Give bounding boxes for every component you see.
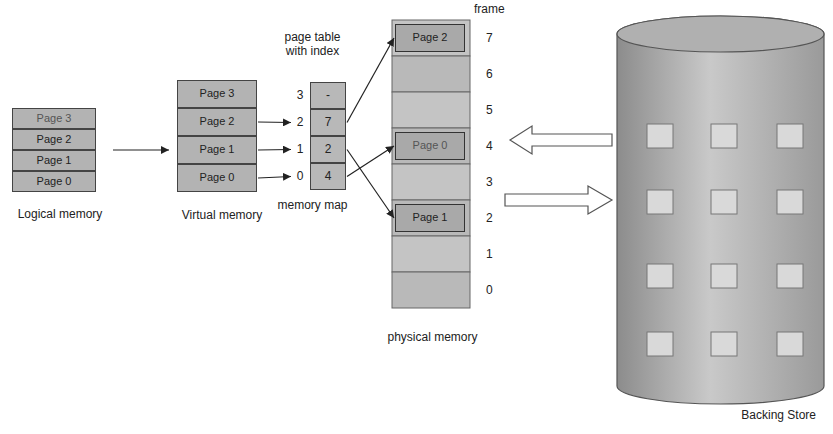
page-label: Page 2	[37, 133, 72, 146]
page-table-entry: 12	[292, 136, 346, 163]
swap-in-arrow	[510, 126, 612, 154]
stored-page	[711, 124, 737, 148]
frame-number: 7	[310, 109, 346, 136]
frame-index: 2	[486, 211, 493, 225]
stored-page	[647, 264, 673, 288]
physical-memory: Page 2 Page 0 Page 1 physical memory	[380, 18, 485, 348]
page-label: Page 2	[200, 115, 235, 128]
index-number: 0	[294, 163, 306, 190]
memory-stack: Page 3 Page 2 Page 1 Page 0 Logical memory	[8, 105, 112, 227]
page-label: Page 1	[37, 154, 72, 167]
stored-page	[711, 264, 737, 288]
page-table-entry: 04	[292, 163, 346, 190]
page-label: Page 3	[200, 87, 235, 100]
frame-number: 4	[310, 163, 346, 190]
connector-arrow	[347, 146, 394, 177]
page-box: Page 2	[177, 108, 257, 136]
frame-slot	[392, 200, 470, 236]
connector-arrow	[258, 121, 291, 123]
connector-arrow	[347, 38, 394, 123]
page-box: Page 0	[12, 171, 96, 192]
frame-slot	[392, 272, 470, 308]
group-label: page table with index	[278, 30, 348, 59]
cylinder-top	[617, 16, 824, 52]
page-label: Page 1	[200, 143, 235, 156]
page-box: Page 1	[395, 204, 465, 232]
page-table: 3-271204page table with indexmemory map	[270, 30, 355, 215]
group-label: memory map	[270, 198, 355, 212]
frame-number: -	[310, 82, 346, 109]
page-box: Page 1	[177, 136, 257, 164]
index-number: 1	[294, 136, 306, 163]
frame-index: 5	[486, 103, 493, 117]
swap-out-arrow	[505, 186, 612, 214]
stored-page	[711, 190, 737, 214]
connector-arrow	[258, 177, 291, 179]
group-label: Logical memory	[8, 207, 112, 221]
page-table-entry: 27	[292, 109, 346, 136]
frame-index: 7	[486, 31, 493, 45]
frame-index: 0	[486, 283, 493, 297]
store-label: Backing Store	[741, 408, 816, 422]
page-box: Page 1	[12, 150, 96, 171]
page-box: Page 3	[177, 80, 257, 108]
stored-page	[647, 124, 673, 148]
page-box: Page 0	[395, 132, 465, 160]
page-box: Page 0	[177, 164, 257, 192]
frame-index: 6	[486, 67, 493, 81]
connector-arrow	[113, 149, 169, 150]
frame-index: 4	[486, 139, 493, 153]
frame-slot	[392, 128, 470, 164]
connector-arrow	[258, 149, 291, 151]
page-box: Page 2	[395, 24, 465, 52]
connector-arrow	[347, 150, 394, 219]
cylinder-outline	[615, 14, 826, 406]
frame-index: 1	[486, 247, 493, 261]
stored-page	[777, 190, 803, 214]
index-number: 2	[294, 109, 306, 136]
page-table-entry: 3-	[292, 82, 346, 109]
backing-store: Backing Store	[615, 14, 826, 426]
stored-page	[647, 332, 673, 356]
page-label: Page 0	[37, 175, 72, 188]
memory-stack: Page 3 Page 2 Page 1 Page 0 Virtual memory	[170, 78, 274, 228]
group-label: Virtual memory	[170, 208, 274, 222]
page-box: Page 2	[12, 129, 96, 150]
cylinder-body	[617, 16, 824, 404]
page-box: Page 3	[12, 108, 96, 129]
stored-page	[711, 332, 737, 356]
frame-slot	[392, 56, 470, 92]
stored-page	[647, 190, 673, 214]
stored-page	[777, 124, 803, 148]
frame-index: 3	[486, 175, 493, 189]
frame-number: 2	[310, 136, 346, 163]
stored-page	[777, 332, 803, 356]
page-label: Page 0	[200, 171, 235, 184]
group-label: physical memory	[380, 330, 485, 344]
memory-frames	[392, 20, 470, 308]
frame-slot	[392, 20, 470, 56]
frame-slot	[392, 92, 470, 128]
page-label: Page 1	[413, 211, 448, 224]
index-number: 3	[294, 82, 306, 109]
frame-slot	[392, 164, 470, 200]
column-heading: frame	[474, 2, 505, 16]
page-label: Page 0	[413, 139, 448, 152]
page-label: Page 3	[37, 112, 72, 125]
frame-slot	[392, 236, 470, 272]
stored-page	[777, 264, 803, 288]
page-label: Page 2	[413, 31, 448, 44]
